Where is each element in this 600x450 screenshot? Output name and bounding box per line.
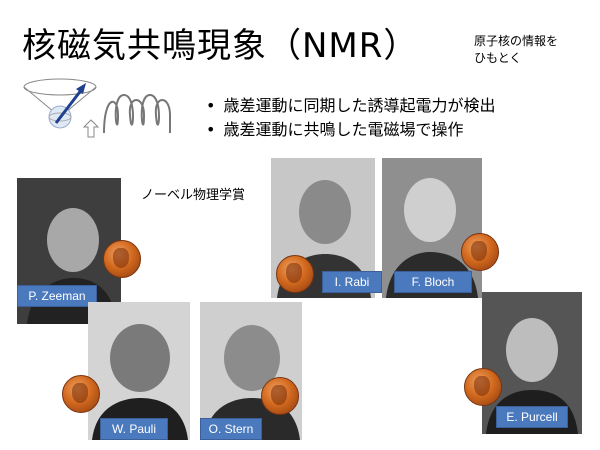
name-tag-bloch: F. Bloch — [394, 271, 472, 293]
name-tag-rabi: I. Rabi — [322, 271, 382, 293]
bullet-item: 歳差運動に共鳴した電磁場で操作 — [206, 118, 495, 142]
bullet-item: 歳差運動に同期した誘導起電力が検出 — [206, 94, 495, 118]
pauli-photo — [88, 302, 190, 440]
name-tag-pauli: W. Pauli — [100, 418, 168, 440]
nobel-prize-label: ノーベル物理学賞 — [141, 188, 246, 203]
name-tag-purcell: E. Purcell — [496, 406, 568, 428]
bullet-list: 歳差運動に同期した誘導起電力が検出 歳差運動に共鳴した電磁場で操作 — [206, 94, 495, 142]
name-tag-stern: O. Stern — [200, 418, 262, 440]
stern-photo — [200, 302, 302, 440]
nobel-medal-icon — [276, 255, 314, 293]
nobel-medal-icon — [62, 375, 100, 413]
name-tag-zeeman: P. Zeeman — [17, 285, 97, 307]
nobel-medal-icon — [461, 233, 499, 271]
slide-title: 核磁気共鳴現象（NMR） — [22, 26, 419, 66]
precession-coil-diagram — [20, 75, 190, 159]
nobel-medal-icon — [261, 377, 299, 415]
slide-subtitle: 原子核の情報を ひもとく — [474, 34, 559, 65]
nobel-medal-icon — [464, 368, 502, 406]
nobel-medal-icon — [103, 240, 141, 278]
